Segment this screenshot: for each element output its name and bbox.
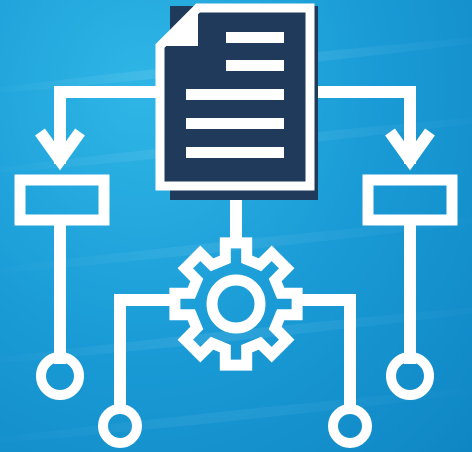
arrow-down-icon [385,128,435,171]
gear-right-line [298,294,356,408]
document-corner-fold [160,8,198,46]
right-process-box [362,174,458,226]
document-line [226,60,284,71]
node-circle-icon [386,352,434,400]
gear-center-ring [206,274,266,334]
gear-icon [169,237,303,371]
document-line [226,32,284,43]
document-line [186,147,284,158]
gear-outline [169,237,303,371]
node-circle-icon [328,404,372,448]
node-circle-icon [36,352,84,400]
document-line [186,89,284,100]
document-line [186,118,284,129]
arrow-down-icon [35,128,85,171]
right-branch-line [304,86,416,164]
node-circle-icon [98,404,142,448]
document-text-lines [186,32,284,158]
document-icon [155,3,318,200]
gear-left-line [114,294,174,408]
left-branch-line [54,86,168,164]
left-process-box [14,174,110,226]
